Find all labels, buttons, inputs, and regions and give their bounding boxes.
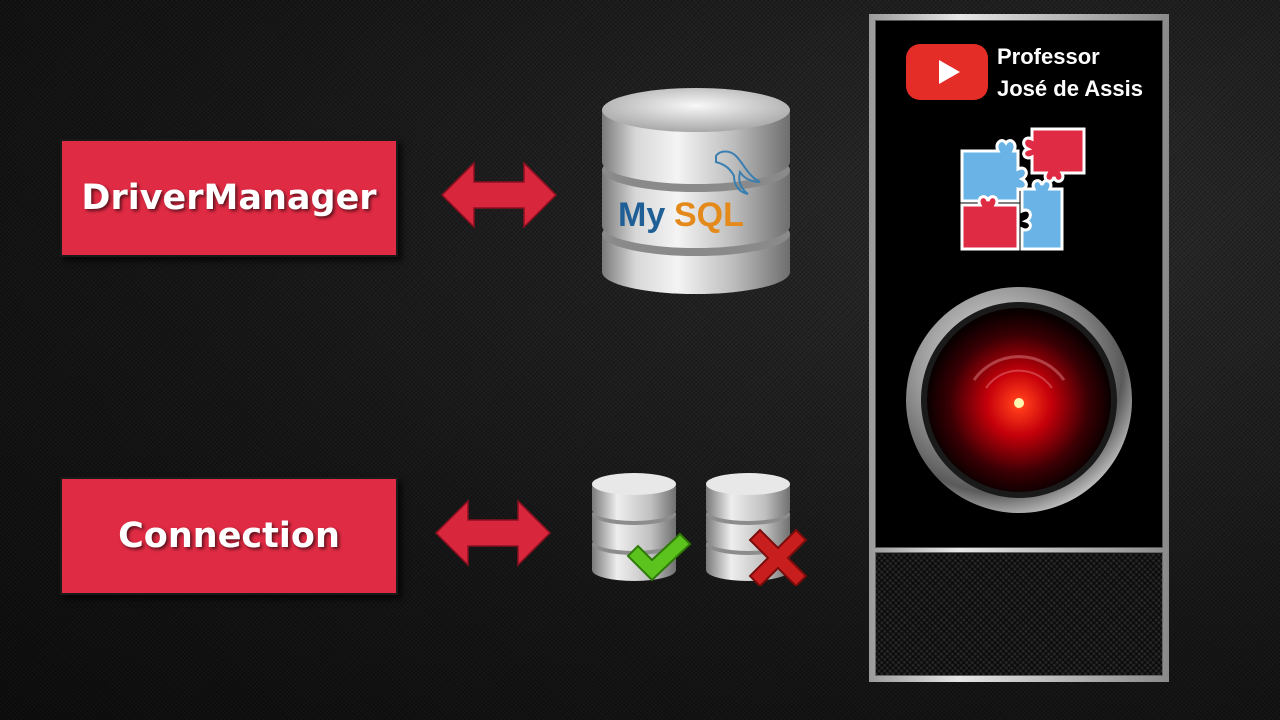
database-failed-icon bbox=[706, 473, 808, 586]
cross-icon bbox=[748, 528, 808, 586]
mysql-my-text: My bbox=[618, 196, 665, 234]
hal-panel: Professor José de Assis bbox=[869, 14, 1169, 682]
channel-line1: Professor bbox=[997, 44, 1100, 69]
channel-name: Professor José de Assis bbox=[997, 41, 1143, 105]
double-arrow-icon bbox=[434, 499, 552, 567]
hal-screen: Professor José de Assis bbox=[875, 20, 1163, 548]
hal-eye-icon bbox=[906, 287, 1132, 513]
drivermanager-label: DriverManager bbox=[81, 178, 377, 218]
puzzle-icon bbox=[960, 127, 1086, 251]
mysql-database-icon: My SQL bbox=[602, 88, 790, 294]
double-arrow-icon bbox=[440, 161, 558, 229]
channel-line2: José de Assis bbox=[997, 76, 1143, 101]
youtube-icon bbox=[906, 44, 988, 100]
check-icon bbox=[626, 532, 692, 582]
mysql-sql-text: SQL bbox=[674, 196, 744, 234]
hal-speaker-grille bbox=[875, 552, 1163, 676]
drivermanager-box: DriverManager bbox=[60, 139, 398, 257]
connection-label: Connection bbox=[118, 516, 340, 556]
database-connected-icon bbox=[592, 473, 692, 582]
connection-box: Connection bbox=[60, 477, 398, 595]
